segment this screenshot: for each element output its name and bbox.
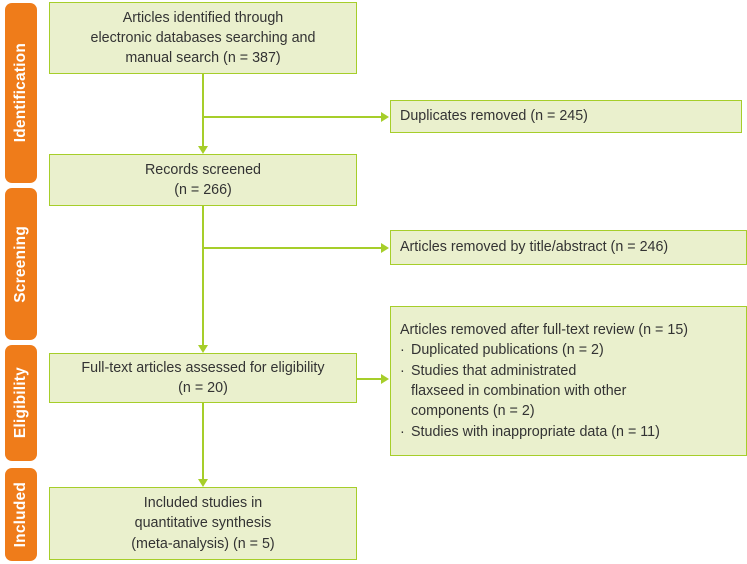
box-line: (n = 266)	[174, 182, 232, 198]
removed-full-text-heading: Articles removed after full-text review …	[400, 322, 689, 339]
reason-line: Studies with inappropriate data (n = 11)	[411, 423, 660, 440]
box-line: (n = 20)	[178, 380, 228, 396]
connector-fulltext-to-included	[202, 403, 204, 480]
box-articles-identified: Articles identified through electronic d…	[49, 2, 357, 74]
box-line: Included studies in	[143, 495, 263, 512]
arrow-into-duplicates-removed	[381, 112, 389, 122]
arrow-into-fulltext-assessed	[198, 345, 208, 353]
connector-to-removed-title-abstract	[202, 247, 382, 249]
reason-line: flaxseed in combination with other	[411, 383, 627, 399]
exclusion-reasons-list: · Duplicated publications (n = 2) · Stud…	[400, 340, 660, 441]
stage-label-included: Included	[12, 481, 30, 548]
box-line: quantitative synthesis	[134, 515, 272, 532]
box-line: Articles removed by title/abstract (n = …	[400, 239, 669, 256]
arrow-into-records-screened	[198, 146, 208, 154]
reason-line: Duplicated publications (n = 2)	[411, 342, 604, 359]
arrow-into-removed-title-abstract	[381, 243, 389, 253]
stage-bar-included: Included	[5, 468, 37, 561]
box-line: Duplicates removed (n = 245)	[400, 108, 588, 125]
stage-label-eligibility: Eligibility	[12, 367, 30, 439]
box-line: Records screened	[144, 161, 262, 178]
exclusion-reason-item: · Studies that administrated flaxseed in…	[400, 361, 660, 422]
box-removed-full-text: Articles removed after full-text review …	[390, 306, 747, 456]
exclusion-reason-item: · Studies with inappropriate data (n = 1…	[400, 422, 660, 442]
box-line: Articles identified through	[122, 9, 284, 26]
box-line: (meta-analysis) (n = 5)	[131, 535, 275, 552]
connector-identified-to-screened	[202, 74, 204, 147]
stage-bar-identification: Identification	[5, 3, 37, 183]
connector-to-duplicates-removed	[202, 116, 382, 118]
box-records-screened: Records screened (n = 266)	[49, 154, 357, 206]
bullet-dot: ·	[400, 342, 405, 359]
connector-to-removed-full-text	[357, 378, 382, 380]
box-line: manual search (n = 387)	[125, 50, 281, 67]
stage-bar-eligibility: Eligibility	[5, 345, 37, 461]
connector-screened-to-fulltext	[202, 206, 204, 346]
stage-label-screening: Screening	[12, 225, 30, 303]
box-duplicates-removed: Duplicates removed (n = 245)	[390, 100, 742, 133]
bullet-dot: ·	[400, 423, 405, 440]
reason-line: components (n = 2)	[411, 403, 535, 420]
bullet-dot: ·	[400, 362, 405, 379]
box-fulltext-assessed: Full-text articles assessed for eligibil…	[49, 353, 357, 403]
arrow-into-included-studies	[198, 479, 208, 487]
reason-line: Studies that administrated	[411, 362, 577, 379]
stage-label-identification: Identification	[12, 43, 30, 143]
box-line: electronic databases searching and	[90, 29, 316, 46]
box-removed-title-abstract: Articles removed by title/abstract (n = …	[390, 230, 747, 265]
stage-bar-screening: Screening	[5, 188, 37, 340]
arrow-into-removed-full-text	[381, 374, 389, 384]
box-line: Full-text articles assessed for eligibil…	[81, 359, 325, 376]
exclusion-reason-item: · Duplicated publications (n = 2)	[400, 340, 660, 360]
box-included-studies: Included studies in quantitative synthes…	[49, 487, 357, 560]
